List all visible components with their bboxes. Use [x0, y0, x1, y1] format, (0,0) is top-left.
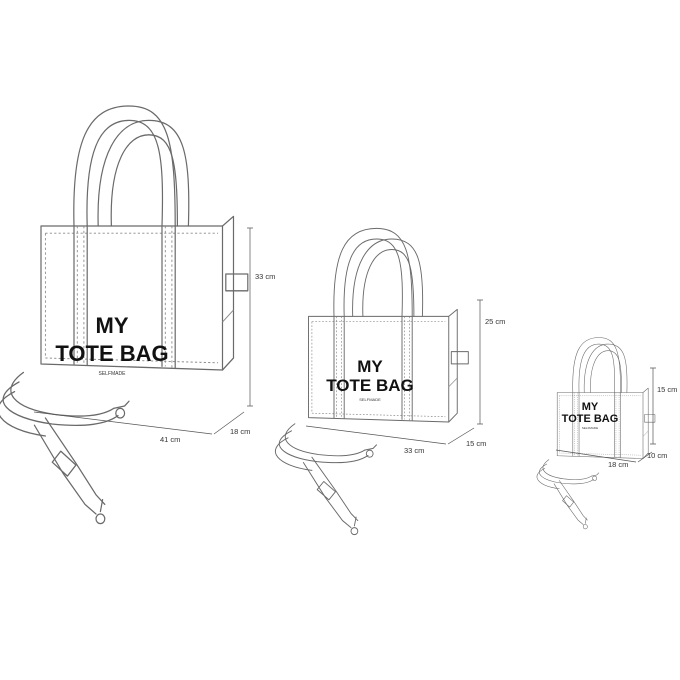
bag-small-width: 18 cm: [608, 460, 628, 469]
bag-medium: MY TOTE BAG SELFMADE 25 cm 33 cm 15 cm: [274, 227, 505, 536]
bag-large-width: 41 cm: [160, 435, 180, 444]
bag-large: MY TOTE BAG SELFMADE 33 cm 41 cm 18 cm: [0, 105, 275, 525]
bag-small-sub: SELFMADE: [582, 426, 598, 430]
bag-small-title-line1: MY: [582, 401, 599, 413]
bag-medium-title-line2: TOTE BAG: [326, 376, 414, 395]
bag-small: MY TOTE BAG SELFMADE 15 cm 18 cm 10 cm: [536, 337, 677, 530]
bag-medium-width: 33 cm: [404, 446, 424, 455]
bag-large-sub: SELFMADE: [99, 371, 127, 377]
bag-medium-height: 25 cm: [485, 317, 505, 326]
bag-small-depth: 10 cm: [647, 451, 667, 460]
bag-medium-sub: SELFMADE: [359, 397, 381, 402]
bag-large-height: 33 cm: [255, 272, 275, 281]
bag-large-title-line1: MY: [96, 313, 129, 338]
bag-large-depth: 18 cm: [230, 427, 250, 436]
bag-large-title-line2: TOTE BAG: [55, 341, 168, 366]
bag-medium-title-line1: MY: [357, 357, 383, 376]
bag-small-title-line2: TOTE BAG: [562, 413, 619, 425]
bag-medium-depth: 15 cm: [466, 439, 486, 448]
bag-small-height: 15 cm: [657, 385, 677, 394]
